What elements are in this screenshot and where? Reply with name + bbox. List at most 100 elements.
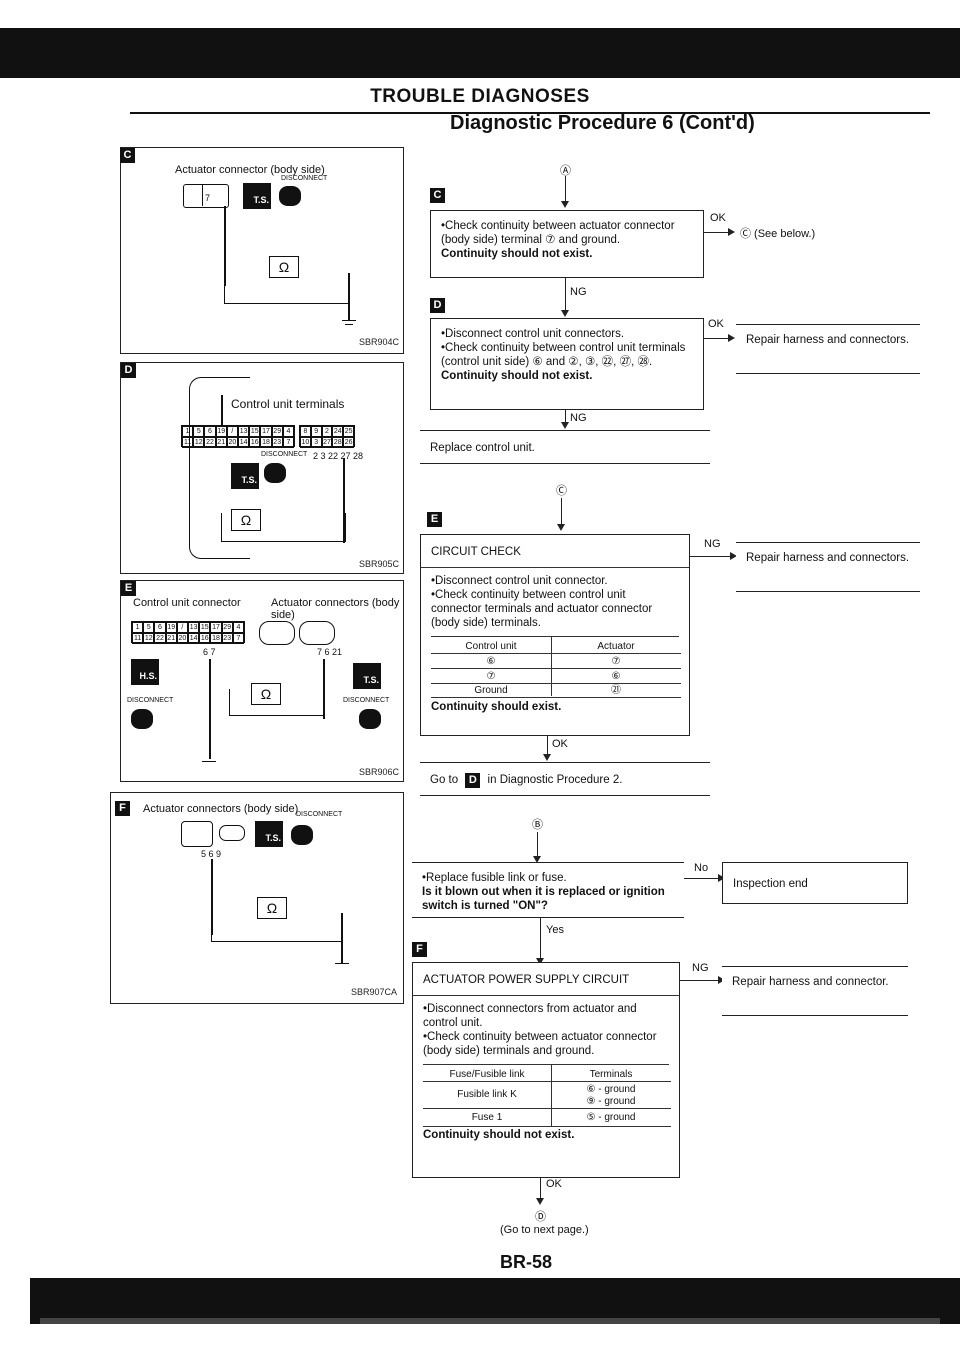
replace-control-unit-box: Replace control unit.: [420, 430, 710, 464]
fuse-no-label: No: [694, 862, 709, 874]
inspection-end-box: Inspection end: [722, 862, 908, 904]
table-header: Control unit: [465, 641, 517, 652]
figure-code: SBR907CA: [351, 987, 398, 997]
tester-icon: T.S.: [231, 463, 259, 489]
ohmmeter-icon: Ω: [251, 683, 281, 705]
step-c-text: Check continuity between actuator connec…: [441, 219, 693, 247]
table-cell: ⑦: [611, 656, 621, 667]
step-c-ok-target: Ⓒ (See below.): [740, 228, 816, 240]
next-page-note: (Go to next page.): [500, 1224, 589, 1236]
step-badge-e: E: [427, 512, 442, 527]
panel-e-caption-left: Control unit connector: [133, 597, 241, 609]
disconnect-label-left: DISCONNECT: [127, 697, 174, 704]
step-f-text-2: Check continuity between actuator connec…: [423, 1030, 669, 1058]
actuator-connector-icon-2: [299, 621, 335, 645]
step-f-ng-target: Repair harness and connector.: [732, 976, 889, 988]
diagram-panel-f: F Actuator connectors (body side) T.S. D…: [110, 792, 404, 1004]
step-e-ng-target: Repair harness and connectors.: [746, 552, 910, 564]
disconnect-icon: [279, 186, 301, 206]
step-f-title: ACTUATOR POWER SUPPLY CIRCUIT: [423, 974, 630, 986]
connector-a: Ⓐ: [560, 165, 571, 177]
figure-code: SBR906C: [359, 767, 400, 777]
connector-d: Ⓓ: [535, 1211, 546, 1223]
page-number: BR-58: [500, 1252, 553, 1272]
top-scan-band: [0, 28, 960, 78]
step-f-ng-target-box: Repair harness and connector.: [722, 966, 908, 1016]
terminal-pins-note: 2 3 22 27 28: [313, 451, 364, 461]
pins-label: 5 6 9: [201, 849, 222, 859]
step-f-table: Fuse/Fusible link Terminals Fusible link…: [423, 1064, 671, 1130]
panel-f-caption: Actuator connectors (body side): [143, 803, 299, 815]
table-header: Terminals: [589, 1069, 633, 1080]
probe-lead: [224, 206, 226, 286]
table-cell: ⑥ - ground: [586, 1084, 636, 1095]
step-f-condition: Continuity should not exist.: [423, 1129, 575, 1141]
panel-badge-d: D: [121, 363, 136, 378]
step-d-ok-target-box: Repair harness and connectors.: [736, 324, 920, 374]
inspection-end-text: Inspection end: [733, 878, 808, 890]
step-badge-f: F: [412, 942, 427, 957]
table-cell: ㉑: [611, 685, 621, 696]
ground-lead: [341, 913, 343, 963]
bottom-scan-streak: [40, 1318, 940, 1324]
disconnect-label: DISCONNECT: [261, 451, 308, 458]
step-d-ng-label: NG: [570, 412, 587, 424]
pins-left-label: 6 7: [203, 647, 216, 657]
step-d-text-2: Check continuity between control unit te…: [441, 341, 693, 369]
table-cell: ⑥: [486, 656, 496, 667]
meter-loop: [221, 513, 346, 542]
step-d-text-1: Disconnect control unit connectors.: [441, 327, 693, 341]
ground-symbol: [342, 320, 356, 321]
step-e-title: CIRCUIT CHECK: [431, 546, 521, 558]
ohmmeter-icon: Ω: [231, 509, 261, 531]
tester-icon-ts: T.S.: [353, 663, 381, 689]
meter-loop: [229, 689, 325, 716]
step-e-ng-target-box: Repair harness and connectors.: [736, 542, 920, 592]
actuator-connector-icon: [181, 821, 213, 847]
step-c-ok-label: OK: [710, 212, 726, 224]
step-f-box: ACTUATOR POWER SUPPLY CIRCUIT Disconnect…: [412, 962, 680, 1178]
step-f-ng-label: NG: [692, 962, 709, 974]
table-cell: ⑨ - ground: [586, 1096, 636, 1107]
connector-b: Ⓑ: [532, 819, 543, 831]
connector-c: Ⓒ: [556, 485, 567, 497]
tester-icon: T.S.: [243, 183, 271, 209]
step-e-ok-label: OK: [552, 738, 568, 750]
disconnect-label: DISCONNECT: [296, 811, 343, 818]
replace-control-unit-text: Replace control unit.: [430, 442, 535, 454]
panel-c-caption: Actuator connector (body side): [175, 164, 325, 176]
probe-lead-left: [209, 659, 211, 759]
page-subtitle: Diagnostic Procedure 6 (Cont'd): [450, 112, 755, 134]
goto-procedure-box: Go to D in Diagnostic Procedure 2.: [420, 762, 710, 796]
diagram-panel-c: C Actuator connector (body side) 7 T.S. …: [120, 147, 404, 354]
disconnect-icon: [264, 463, 286, 483]
step-e-table: Control unit Actuator ⑥ ⑦ ⑦ ⑥ Ground ㉑: [431, 636, 681, 706]
step-f-text-1: Disconnect connectors from actuator and …: [423, 1002, 669, 1030]
diagram-panel-e: E Control unit connector Actuator connec…: [120, 580, 404, 782]
frame-line: [189, 377, 250, 559]
goto-badge-d: D: [465, 773, 481, 788]
goto-suffix: in Diagnostic Procedure 2.: [487, 774, 623, 786]
step-c-condition: Continuity should not exist.: [441, 248, 593, 260]
ground-symbol: [335, 963, 349, 964]
disconnect-icon: [131, 709, 153, 729]
actuator-connector-icon-small: [219, 825, 245, 841]
fuse-check-text: Replace fusible link or fuse.: [422, 871, 674, 885]
tester-icon-hs: H.S.: [131, 659, 159, 685]
table-header: Fuse/Fusible link: [449, 1069, 525, 1080]
actuator-connector-icon: 7: [183, 184, 229, 208]
table-cell: Ground: [474, 685, 508, 696]
table-cell: ⑥: [611, 671, 621, 682]
goto-prefix: Go to: [430, 774, 459, 786]
tester-icon: T.S.: [255, 821, 283, 847]
step-e-box: CIRCUIT CHECK Disconnect control unit co…: [420, 534, 690, 736]
step-e-text-1: Disconnect control unit connector.: [431, 574, 679, 588]
table-cell: Fuse 1: [471, 1112, 503, 1123]
figure-code: SBR905C: [359, 559, 400, 569]
table-cell: Fusible link K: [457, 1089, 517, 1100]
figure-code: SBR904C: [359, 337, 400, 347]
panel-badge-f: F: [115, 801, 130, 816]
